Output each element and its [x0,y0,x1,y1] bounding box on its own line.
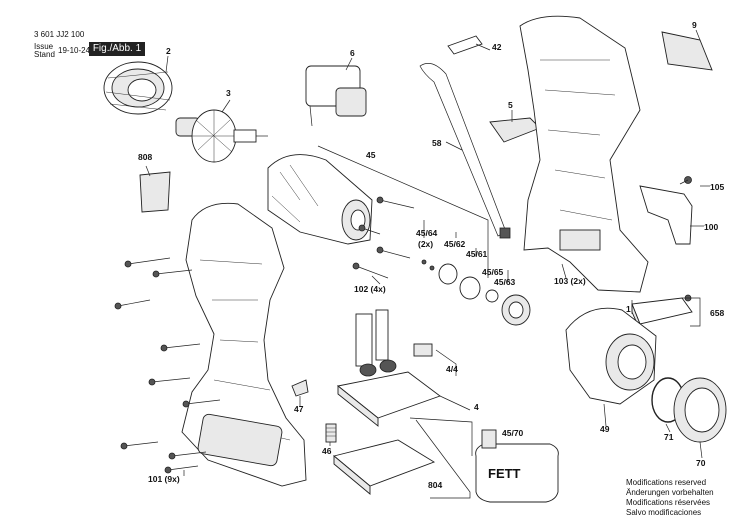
callout-58: 58 [432,138,442,148]
callout-804: 804 [428,480,442,490]
part-housing-right [519,15,649,293]
part-strip [447,35,483,55]
callout-45-63: 45/63 [494,277,516,287]
callout-9: 9 [692,20,697,30]
callout-45-65: 45/65 [482,267,504,277]
callout-658: 658 [710,308,724,318]
callout-45-70: 45/70 [502,428,524,438]
callout-46: 46 [322,446,332,456]
callout-49: 49 [600,424,610,434]
callout-102: 102 (4x) [354,284,386,294]
callout-103: 103 (2x) [554,276,586,286]
part-tag [661,31,713,71]
stand-label: Stand [34,50,55,59]
fett-label: FETT [488,466,521,481]
note-de: Änderungen vorbehalten [626,488,714,497]
callout-45-62: 45/62 [444,239,466,249]
part-switch [305,65,367,127]
callout-2: 2 [166,46,171,56]
callout-5: 5 [508,100,513,110]
callout-45-64: 45/64 [416,228,438,238]
screws-101 [114,257,221,474]
part-gear-housing [267,154,373,245]
part-small-rings [421,259,531,326]
modification-notes: Modifications reserved Änderungen vorbeh… [626,478,714,518]
part-bottom-plate [333,439,436,495]
part-47 [291,379,309,397]
part-fan-ring [103,61,173,115]
part-electronics [336,309,441,427]
callout-4: 4 [474,402,479,412]
callout-2x: (2x) [418,239,433,249]
note-fr: Modifications réservées [626,498,711,507]
callout-45-61: 45/61 [466,249,488,259]
part-motor-rotor [175,109,268,163]
callout-6: 6 [350,48,355,58]
callout-47: 47 [294,404,304,414]
screws-102 [352,196,415,279]
callout-45: 45 [366,150,376,160]
callout-42: 42 [492,42,502,52]
doc-number: 3 601 JJ2 100 [34,30,85,39]
part-screw-105 [679,176,692,185]
part-lanyard [419,63,511,239]
callout-3: 3 [226,88,231,98]
part-slider [489,117,541,143]
part-spring [325,423,337,443]
issue-date: 19-10-24 [58,46,91,55]
callout-70: 70 [696,458,706,468]
part-grease-tube: FETT [475,429,559,503]
callout-labels: 2 3 808 6 42 9 5 58 45 45/64 (2x) 45/62 … [138,20,724,490]
note-en: Modifications reserved [626,478,707,487]
callout-808: 808 [138,152,152,162]
issue-label: Issue [34,42,54,51]
part-bumper [673,377,727,443]
leader-lines [145,29,710,499]
callout-101: 101 (9x) [148,474,180,484]
callout-1: 1 [626,304,631,314]
part-housing-left [181,202,307,487]
callout-4-4: 4/4 [446,364,458,374]
callout-105: 105 [710,182,724,192]
callout-100: 100 [704,222,718,232]
note-es: Salvo modificaciones [626,508,702,517]
callout-71: 71 [664,432,674,442]
part-battery-latch [639,185,693,245]
figure-label: Fig./Abb. 1 [89,42,145,56]
part-front-cap [565,307,657,405]
part-label-sheet [139,171,171,213]
